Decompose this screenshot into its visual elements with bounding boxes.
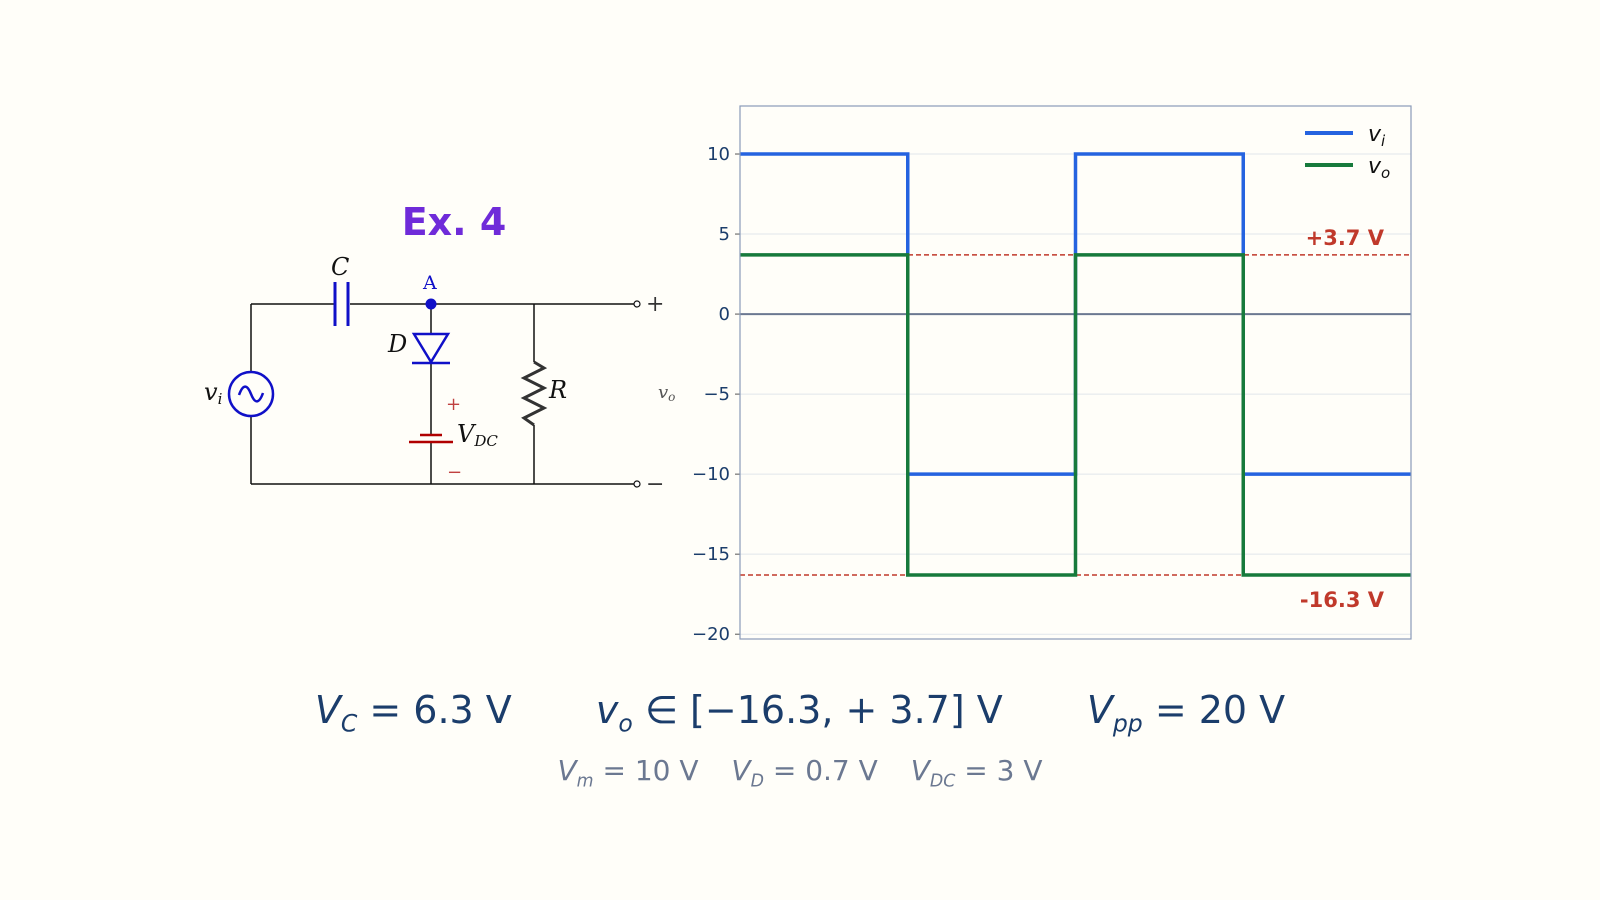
y-tick-label: −20 — [692, 624, 730, 645]
source-label: vi — [204, 378, 223, 408]
battery-label: VDC — [457, 420, 498, 450]
plot-frame — [739, 105, 1412, 640]
capacitor-symbol — [333, 282, 350, 326]
formula-vc: VC = 6.3 V — [314, 688, 512, 738]
resistor-symbol — [520, 360, 548, 427]
ac-source-symbol — [227, 370, 275, 418]
output-label: vo — [658, 382, 675, 404]
resistor-label: R — [548, 376, 567, 404]
battery-plus-label: + — [446, 394, 461, 415]
exercise-title: Ex. 4 — [401, 200, 507, 244]
capacitor-label: C — [331, 253, 349, 281]
waveform-chart: 10 5 0 −5 −10 −15 −20 +3.7 V -16.3 V vi vo — [692, 105, 1412, 645]
formula-vo-range: vo ∈ [−16.3, + 3.7] V — [595, 688, 1003, 738]
legend-label-vo: vo — [1368, 154, 1390, 182]
formula-vpp: Vpp = 20 V — [1086, 688, 1286, 738]
param-vm: Vm = 10 V — [557, 754, 699, 792]
output-plus-label: + — [646, 292, 664, 317]
param-vd: VD = 0.7 V — [731, 754, 878, 792]
clamper-circuit-diagram: C A D R vi vo VDC + − + − — [204, 253, 675, 497]
output-minus-label: − — [646, 472, 664, 497]
output-terminal-minus — [633, 480, 641, 488]
y-tick-label: −15 — [692, 544, 730, 565]
y-tick-label: 0 — [719, 304, 730, 325]
y-tick-label: 10 — [707, 144, 730, 165]
legend-label-vi: vi — [1368, 122, 1386, 150]
diode-symbol — [411, 332, 451, 365]
diode-label: D — [387, 330, 407, 358]
clamp-level-label: -16.3 V — [1300, 588, 1385, 612]
node-a-label: A — [422, 272, 437, 294]
result-formulas: VC = 6.3 V vo ∈ [−16.3, + 3.7] V Vpp = 2… — [0, 688, 1600, 738]
series-vo-line — [740, 253, 1411, 577]
y-tick-label: 5 — [719, 224, 730, 245]
battery-symbol — [409, 433, 453, 444]
y-tick-label: −5 — [703, 384, 730, 405]
node-a-dot — [425, 298, 437, 310]
battery-minus-label: − — [447, 462, 462, 483]
y-tick-label: −10 — [692, 464, 730, 485]
clamp-level-label: +3.7 V — [1306, 226, 1385, 250]
given-parameters: Vm = 10 V VD = 0.7 V VDC = 3 V — [0, 754, 1600, 792]
output-terminal-plus — [633, 300, 641, 308]
param-vdc: VDC = 3 V — [910, 754, 1043, 792]
